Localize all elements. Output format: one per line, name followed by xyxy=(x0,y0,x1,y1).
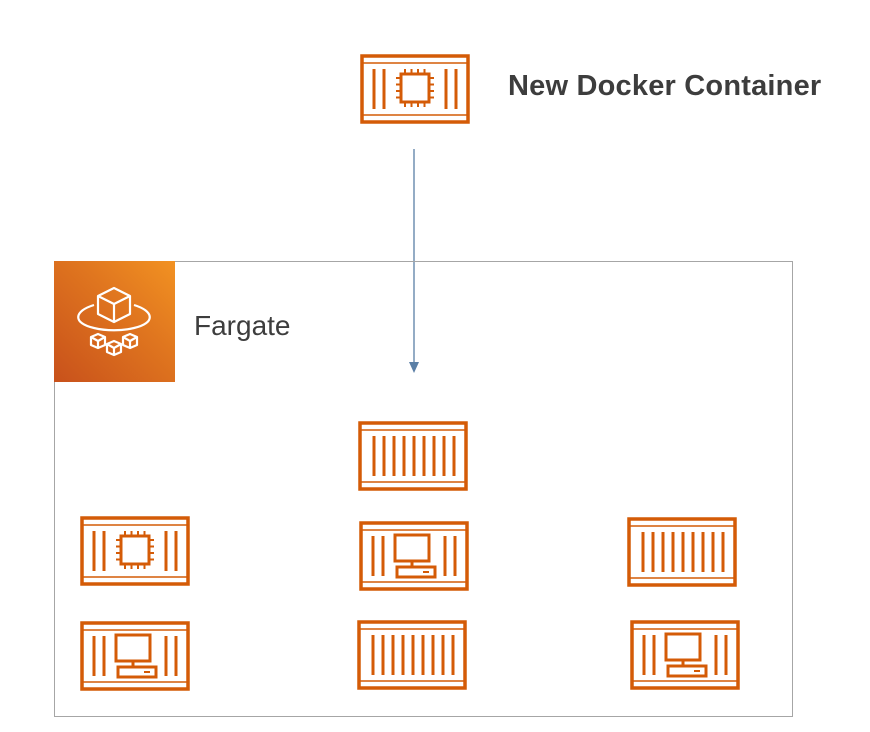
container-monitor-icon xyxy=(630,620,740,690)
container-monitor-icon xyxy=(80,621,190,691)
new-container-chip-icon xyxy=(360,54,470,124)
container-empty-icon xyxy=(357,620,467,690)
container-chip-icon xyxy=(80,516,190,586)
fargate-cluster-box xyxy=(54,261,793,717)
new-docker-container-title: New Docker Container xyxy=(508,70,822,102)
container-empty-icon xyxy=(627,517,737,587)
fargate-icon xyxy=(54,261,175,382)
container-monitor-icon xyxy=(359,521,469,591)
fargate-label: Fargate xyxy=(194,310,291,341)
container-empty-icon xyxy=(358,421,468,491)
